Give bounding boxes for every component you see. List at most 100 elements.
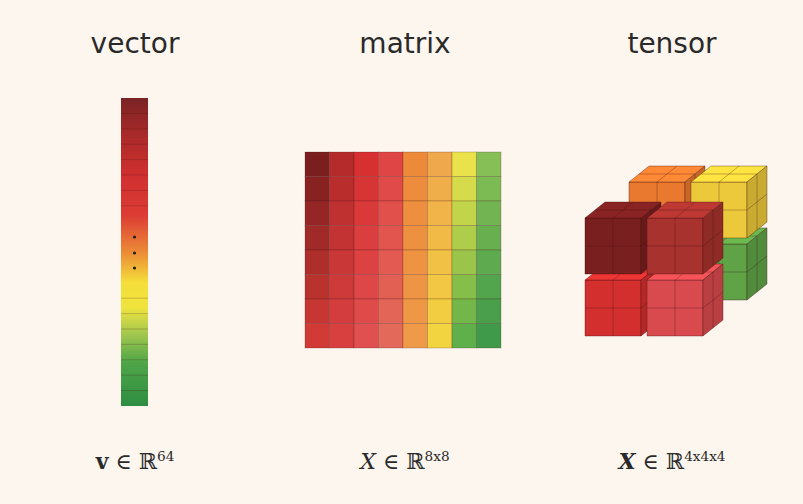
matrix-cell (428, 299, 453, 324)
matrix-cell (477, 250, 502, 275)
matrix-cell (452, 201, 477, 226)
matrix-cell (354, 299, 379, 324)
matrix-cell (403, 250, 428, 275)
matrix-cell (379, 275, 404, 300)
tensor-subcube (647, 202, 723, 274)
matrix-cell (305, 226, 330, 251)
cell-border (121, 144, 148, 145)
cell-border (121, 205, 148, 206)
matrix-cell (452, 177, 477, 202)
cube-face (703, 264, 723, 336)
cube-face (585, 280, 641, 336)
matrix-cell (330, 226, 355, 251)
text-part: X (618, 448, 635, 474)
matrix-cell (330, 275, 355, 300)
cell-border (121, 390, 148, 391)
matrix-cell (428, 250, 453, 275)
matrix-cell (477, 152, 502, 177)
matrix-grid (305, 152, 501, 348)
matrix-cell (379, 324, 404, 349)
cube-grid-line (747, 256, 767, 272)
cube-face (747, 228, 767, 300)
cube-grid-line (647, 308, 703, 309)
cube-grid-line (747, 194, 767, 210)
matrix-cell (305, 177, 330, 202)
text-part: ∈ ℝ (108, 449, 157, 474)
matrix-cell (330, 152, 355, 177)
matrix-cell (428, 177, 453, 202)
matrix-cell (330, 201, 355, 226)
matrix-cell (403, 152, 428, 177)
math-notation: X ∈ ℝ4x4x4 (618, 448, 725, 476)
ellipsis-dot (133, 266, 136, 269)
ellipsis-dot (133, 235, 136, 238)
matrix-cell (428, 324, 453, 349)
cube-grid-line (595, 210, 651, 211)
matrix-cell (354, 152, 379, 177)
matrix-cell (330, 299, 355, 324)
matrix-cell (403, 324, 428, 349)
panel-title: tensor (627, 27, 716, 61)
matrix-cell (452, 275, 477, 300)
matrix-cell (379, 226, 404, 251)
matrix-cell (477, 177, 502, 202)
cell-border (121, 159, 148, 160)
matrix-cell (428, 152, 453, 177)
cell-border (121, 329, 148, 330)
text-part: ∈ ℝ (376, 449, 425, 474)
cell-border (121, 298, 148, 299)
matrix-cell (403, 177, 428, 202)
cube-grid-line (647, 246, 703, 247)
panel-title: matrix (359, 27, 450, 61)
matrix-cell (354, 201, 379, 226)
cube-grid-line (639, 174, 695, 175)
matrix-cell (305, 152, 330, 177)
matrix-cell (379, 299, 404, 324)
cube-face (747, 166, 767, 238)
matrix-cell (403, 201, 428, 226)
matrix-cell (428, 201, 453, 226)
matrix-cell (452, 324, 477, 349)
math-notation: X ∈ ℝ8x8 (360, 448, 449, 476)
vector-fill (121, 98, 148, 406)
cell-border (121, 359, 148, 360)
cube-grid-line (703, 230, 723, 246)
matrix-cell (305, 324, 330, 349)
matrix-cell (354, 177, 379, 202)
cell-border (121, 190, 148, 191)
matrix-cell (305, 250, 330, 275)
matrix-cell (403, 299, 428, 324)
cube-grid-line (657, 210, 713, 211)
matrix-cell (452, 226, 477, 251)
cube-grid-line (585, 308, 641, 309)
matrix-cell (379, 152, 404, 177)
cube-face (585, 218, 641, 274)
matrix-cell (379, 177, 404, 202)
cell-border (121, 344, 148, 345)
cube-grid-line (585, 246, 641, 247)
text-part: matrix (359, 27, 450, 60)
cell-border (121, 113, 148, 114)
matrix-cell (403, 275, 428, 300)
cell-border (121, 128, 148, 129)
tensor-subcube (647, 264, 723, 336)
tensor-blocks (585, 166, 767, 336)
math-notation: v ∈ ℝ64 (96, 448, 175, 476)
matrix-cell (379, 250, 404, 275)
superscript: 8x8 (425, 448, 450, 464)
matrix-cell (477, 299, 502, 324)
superscript: 4x4x4 (684, 448, 725, 464)
text-part: tensor (627, 27, 716, 60)
cube-face (647, 280, 703, 336)
matrix-cell (330, 250, 355, 275)
matrix-cell (354, 275, 379, 300)
matrix-cell (354, 324, 379, 349)
matrix-cell (477, 275, 502, 300)
matrix-cell (452, 299, 477, 324)
vector-bar (121, 98, 148, 406)
matrix-cell (452, 250, 477, 275)
matrix-cell (477, 201, 502, 226)
text-part: vector (91, 27, 180, 60)
